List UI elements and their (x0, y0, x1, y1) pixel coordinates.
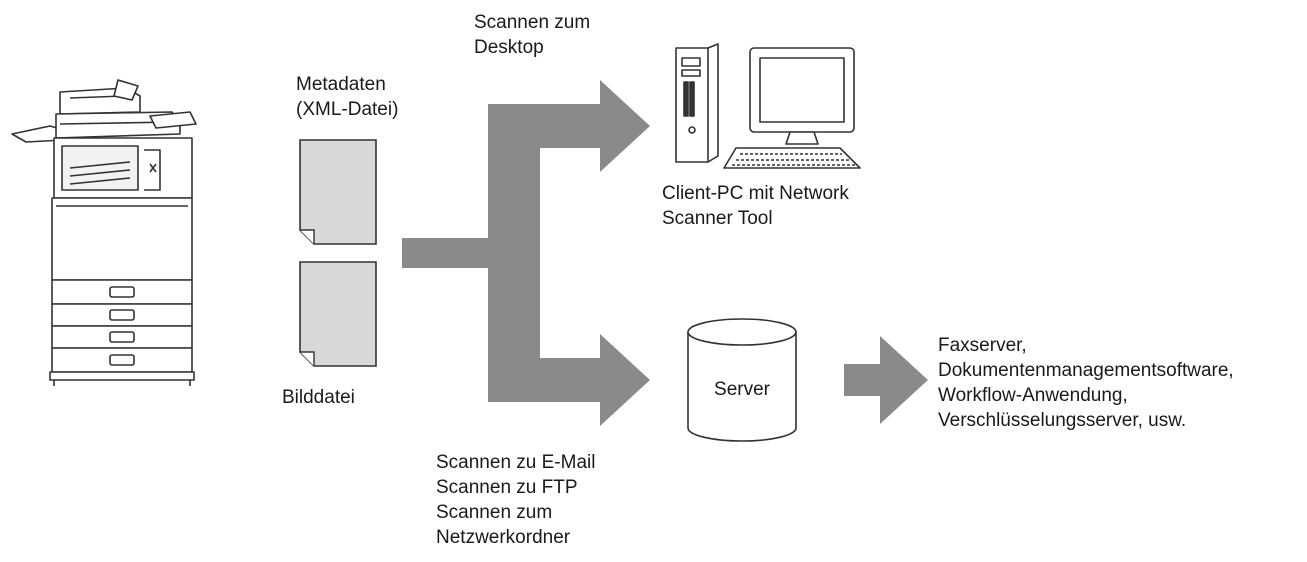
server-icon (687, 318, 797, 442)
server-label: Server (714, 379, 770, 400)
destinations-label: Faxserver, Dokumentenmanagementsoftware,… (938, 335, 1234, 431)
multifunction-printer-icon (11, 79, 197, 386)
branch-arrow (402, 80, 650, 426)
metadata-document-icon (299, 139, 377, 245)
image-document-icon (299, 261, 377, 367)
client-pc-label: Client-PC mit Network Scanner Tool (662, 183, 849, 229)
server-to-destinations-arrow (844, 336, 928, 424)
image-file-label: Bilddatei (282, 387, 355, 408)
client-pc-icon (675, 43, 861, 169)
metadata-label: Metadaten (XML-Datei) (296, 74, 399, 120)
scan-to-desktop-label: Scannen zum Desktop (474, 12, 591, 58)
scan-methods-label: Scannen zu E-Mail Scannen zu FTP Scannen… (436, 452, 596, 548)
